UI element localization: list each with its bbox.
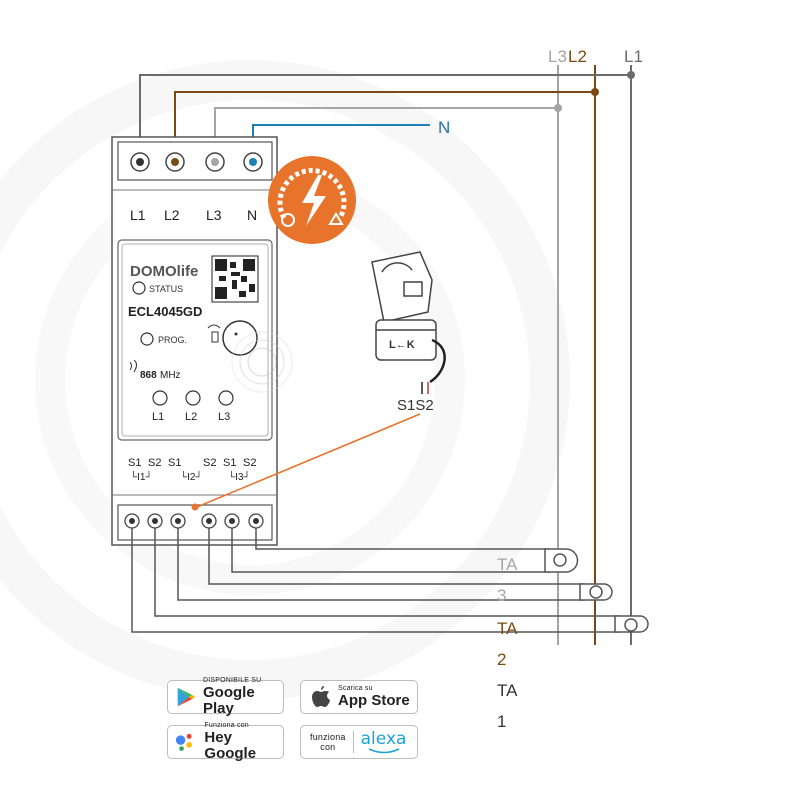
current-transformer-clamp — [371, 251, 437, 361]
clamp-leads-label: S1S2 — [397, 397, 434, 414]
google-assistant-icon — [175, 733, 192, 751]
phase-led-label-l1: L1 — [152, 411, 164, 423]
hey-google-title: Hey Google — [204, 729, 257, 762]
prog-button[interactable] — [140, 332, 154, 346]
junction-l2 — [591, 88, 599, 96]
ct-input-label: S2 — [148, 457, 161, 469]
google-play-caption: DISPONIBILE SU — [203, 677, 262, 684]
touch-hand-icon — [207, 324, 221, 343]
model-label: ECL4045GD — [128, 304, 202, 319]
status-label: STATUS — [149, 284, 183, 294]
status-led — [132, 281, 146, 295]
neutral-label: N — [438, 118, 450, 137]
alexa-smile-icon — [368, 747, 399, 753]
ct-group-label-i1: └I1┘ — [130, 470, 153, 483]
phase-led-l3 — [218, 390, 234, 406]
energy-meter-logo-icon — [268, 156, 356, 244]
app-store-title: App Store — [338, 692, 410, 709]
line-label-l1: L1 — [624, 47, 643, 66]
hey-google-badge[interactable]: Funziona con Hey Google — [167, 722, 284, 762]
terminal-label-n: N — [247, 207, 257, 223]
ripple-decoration — [231, 331, 293, 393]
apple-icon — [312, 686, 330, 707]
ta-label-3: TA — [497, 555, 518, 574]
ct-input-label: S1 — [223, 457, 236, 469]
clamp-connection-line — [196, 413, 421, 508]
ct-input-label: S2 — [203, 457, 216, 469]
junction-l1 — [627, 71, 635, 79]
app-store-caption: Scarica su — [338, 685, 373, 692]
ct-input-label: S1 — [128, 457, 141, 469]
brand-logo: DOMOlife — [130, 263, 198, 280]
ct-clamp-1 — [614, 615, 649, 633]
google-play-icon — [177, 687, 196, 707]
alexa-caption-2: con — [320, 742, 336, 752]
top-terminal-screws — [130, 152, 263, 172]
alexa-caption: funziona — [310, 732, 346, 742]
line-label-l3: L3 — [548, 47, 567, 66]
ct-clamp-3 — [544, 548, 579, 573]
phase-led-l2 — [185, 390, 201, 406]
junction-l3 — [554, 104, 562, 112]
phase-led-l1 — [152, 390, 168, 406]
ct-clamp-2 — [579, 583, 613, 601]
qr-code-icon — [211, 255, 259, 303]
hey-google-caption: Funziona con — [204, 722, 249, 729]
alexa-divider — [352, 731, 354, 753]
google-play-title: Google Play — [203, 684, 255, 717]
radio-wave-icon — [129, 359, 137, 373]
app-store-badge[interactable]: Scarica su App Store — [300, 680, 418, 714]
ta-number-3: 3 — [497, 586, 506, 605]
line-label-l2: L2 — [568, 47, 587, 66]
ta-label-2: TA — [497, 619, 518, 638]
google-play-badge[interactable]: DISPONIBILE SU Google Play — [167, 677, 284, 717]
phase-led-label-l2: L2 — [185, 411, 197, 423]
ct-group-label-i3: └I3┘ — [228, 470, 251, 483]
terminal-label-l2: L2 — [164, 207, 180, 223]
clamp-connection-dot — [191, 503, 199, 511]
rf-frequency: 868 — [140, 370, 157, 381]
ta-number-1: 1 — [497, 712, 506, 731]
clamp-cable — [429, 338, 446, 384]
prog-label: PROG. — [158, 335, 187, 345]
alexa-badge[interactable]: funziona con alexa — [300, 725, 418, 759]
ct-input-label: S1 — [168, 457, 181, 469]
ct-wires — [131, 528, 620, 633]
terminal-label-l1: L1 — [130, 207, 146, 223]
ct-input-label: S2 — [243, 457, 256, 469]
ta-number-2: 2 — [497, 650, 506, 669]
terminal-label-l3: L3 — [206, 207, 222, 223]
pairing-button[interactable] — [222, 320, 258, 356]
ta-label-1: TA — [497, 681, 518, 700]
phase-led-label-l3: L3 — [218, 411, 230, 423]
alexa-title: alexa — [360, 728, 407, 749]
rf-unit: MHz — [160, 370, 181, 381]
clamp-direction-label: L←K — [389, 339, 415, 351]
ct-group-label-i2: └I2┘ — [180, 470, 203, 483]
wire-l1 — [139, 74, 631, 160]
